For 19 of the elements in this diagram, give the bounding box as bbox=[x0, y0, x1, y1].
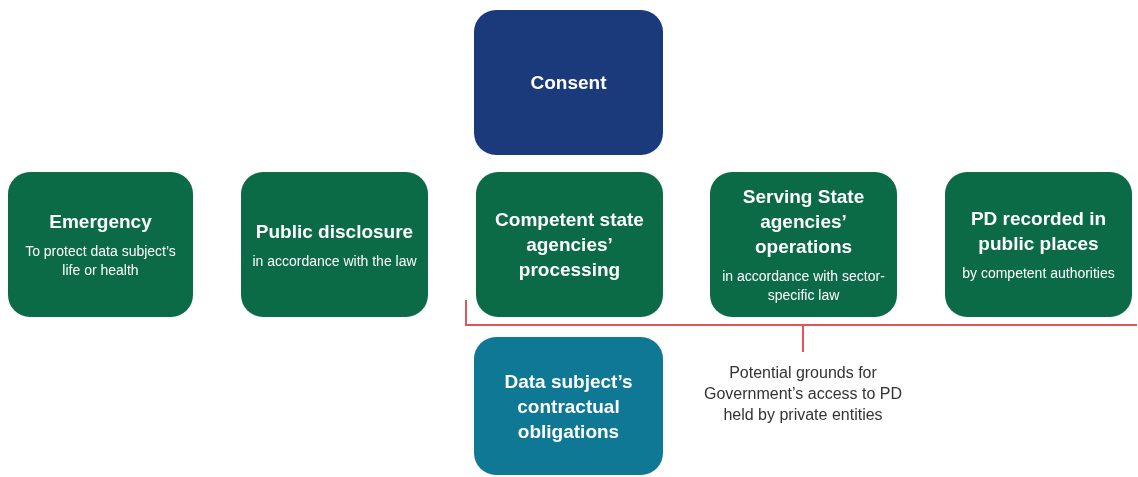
box-heading: Emergency bbox=[49, 210, 152, 234]
box-heading: PD recorded in public places bbox=[969, 207, 1108, 256]
box-heading: Competent state agencies’ processing bbox=[494, 208, 645, 282]
box-heading: Public disclosure bbox=[255, 219, 414, 244]
box-description: in accordance with the law bbox=[252, 251, 417, 271]
box-heading: Consent bbox=[530, 71, 607, 95]
box-description: by competent authorities bbox=[962, 264, 1115, 283]
rounded-box bbox=[474, 337, 663, 475]
box-description: in accordance with sector-specific law bbox=[721, 267, 886, 305]
box-heading: Serving State agencies’ operations bbox=[741, 185, 866, 259]
rounded-box bbox=[241, 172, 428, 317]
rounded-box bbox=[710, 172, 897, 317]
rounded-box bbox=[476, 172, 663, 317]
box-description: To protect data subject’s life or health bbox=[24, 242, 177, 280]
bracket-note: Potential grounds for Government’s access to PD held by private entities bbox=[703, 363, 903, 425]
rounded-box bbox=[474, 10, 663, 155]
rounded-box bbox=[8, 172, 193, 317]
rounded-box bbox=[945, 172, 1132, 317]
box-heading: Data subject’s contractual obligations bbox=[503, 369, 634, 444]
